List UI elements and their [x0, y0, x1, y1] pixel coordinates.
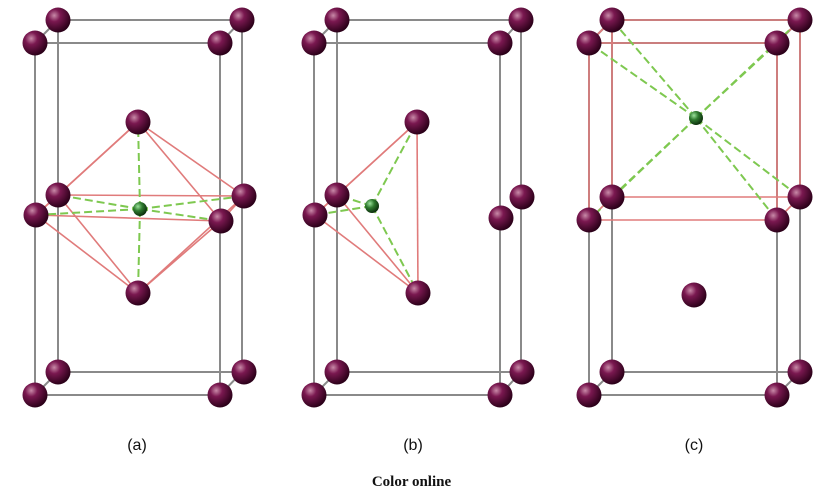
host-atom: [125, 280, 151, 306]
host-atom: [207, 382, 233, 408]
host-atom: [576, 382, 602, 408]
host-atom: [302, 202, 328, 228]
host-atom: [599, 359, 625, 385]
host-atom: [787, 7, 813, 33]
host-atoms: [22, 7, 257, 408]
panel-a-octahedral-site: [22, 7, 257, 408]
host-atom: [509, 359, 535, 385]
host-atom: [681, 282, 707, 308]
host-atom: [301, 382, 327, 408]
interstitial-bonds: [35, 121, 245, 294]
panel-a-label: (a): [127, 437, 147, 454]
host-atom: [487, 30, 513, 56]
interstitial-atom: [689, 111, 703, 125]
figure-caption: Color online: [371, 474, 452, 490]
host-atom: [231, 359, 257, 385]
host-atom: [45, 359, 71, 385]
host-atom: [231, 183, 257, 209]
host-atom: [764, 382, 790, 408]
interstitial-atom: [133, 202, 147, 216]
host-atom: [599, 184, 625, 210]
host-atom: [22, 30, 48, 56]
panel-c-square-site: [576, 7, 813, 408]
host-atom: [404, 109, 430, 135]
host-atom: [208, 208, 234, 234]
host-atom: [787, 359, 813, 385]
host-atom: [764, 30, 790, 56]
host-atoms: [576, 7, 813, 408]
host-atom: [487, 382, 513, 408]
host-atom: [488, 205, 514, 231]
panel-b-tetrahedral-site: [301, 7, 535, 408]
host-atom: [576, 207, 602, 233]
host-atom: [45, 7, 71, 33]
host-atom: [508, 7, 534, 33]
host-atom: [45, 182, 71, 208]
host-atom: [229, 7, 255, 33]
host-atom: [301, 30, 327, 56]
host-atom: [324, 7, 350, 33]
panel-b-label: (b): [403, 437, 423, 454]
panel-c-label: (c): [684, 437, 704, 454]
host-atom: [207, 30, 233, 56]
host-atom: [23, 202, 49, 228]
interstitial-atom: [365, 199, 379, 213]
host-atom: [599, 7, 625, 33]
host-atom: [324, 182, 350, 208]
host-atom: [764, 207, 790, 233]
host-atom: [324, 359, 350, 385]
host-atom: [787, 184, 813, 210]
host-atoms: [301, 7, 535, 408]
host-atom: [22, 382, 48, 408]
octahedron-edges: [35, 121, 245, 294]
host-atom: [509, 184, 535, 210]
host-atom: [405, 280, 431, 306]
host-atom: [576, 30, 602, 56]
host-atom: [125, 109, 151, 135]
interstitial-bonds: [588, 19, 801, 221]
